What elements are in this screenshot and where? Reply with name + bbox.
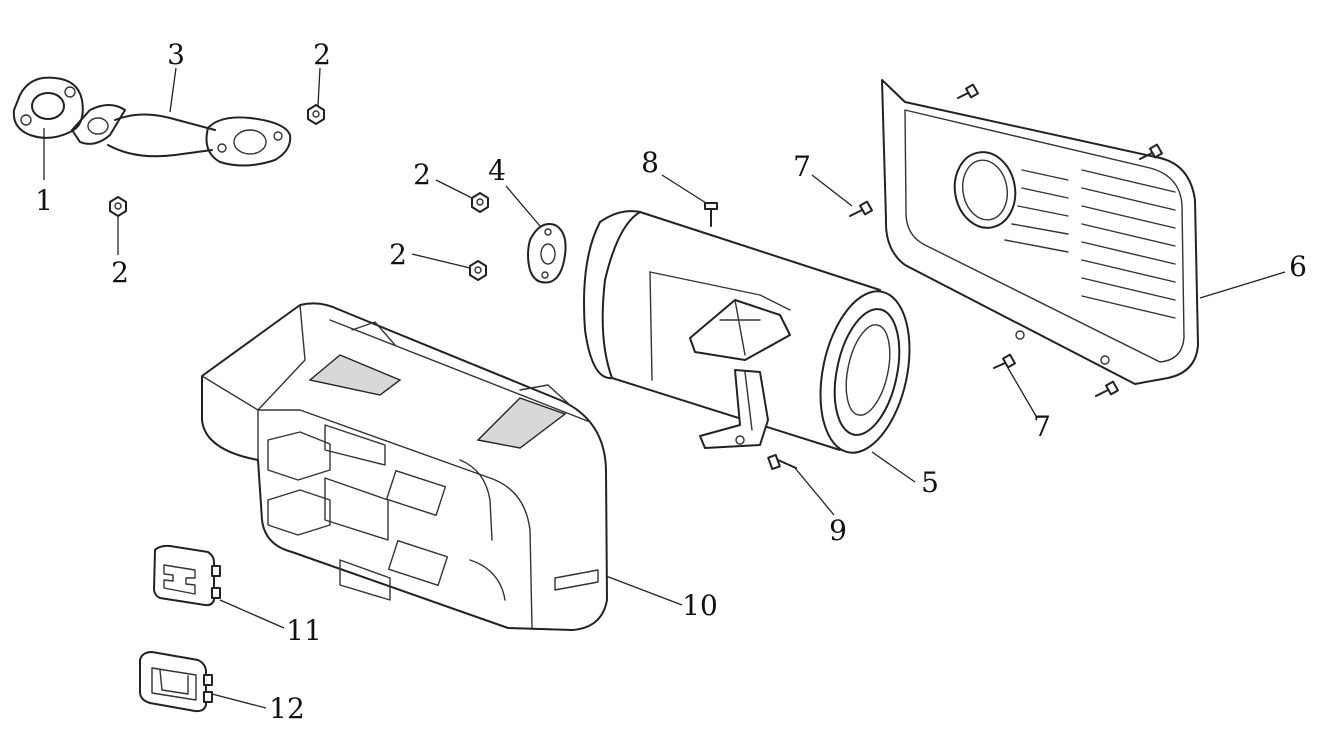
leader-7b [1007,367,1037,417]
leader-6 [1199,271,1286,299]
leader-4 [505,185,541,227]
part-10-muffler-cover [201,302,608,631]
callouts: 1 2 2 2 2 3 4 5 6 7 7 8 9 10 11 12 [35,38,1307,725]
leader-9 [794,467,835,516]
part-7-screw-e [1095,380,1119,397]
part-7-screw-a [849,200,873,217]
part-8-bolt [704,202,718,227]
leader-5 [871,451,916,483]
callout-2a: 2 [313,38,331,71]
part-7-screw-c [1139,143,1163,160]
part-7-screw-d [993,353,1016,369]
part-9-bolt [767,453,797,471]
callout-6: 6 [1289,250,1307,283]
leader-10 [605,575,683,606]
callout-2d: 2 [389,238,407,271]
leader-12 [211,693,267,709]
callout-8: 8 [641,146,659,179]
leader-11 [219,599,285,629]
part-2-nut-a [307,104,325,125]
part-5-muffler-body [583,210,911,454]
callout-10: 10 [682,589,718,622]
callout-4: 4 [488,154,506,187]
callout-7b: 7 [1033,410,1051,443]
callout-2b: 2 [111,256,129,289]
part-11-clip [153,544,221,607]
leader-8 [661,174,707,204]
part-4-gasket [527,223,567,284]
part-6-heat-shield [881,79,1199,385]
leader-lines [43,67,1286,709]
callout-7a: 7 [793,150,811,183]
callout-11: 11 [286,614,322,647]
callout-3: 3 [167,38,185,71]
callout-9: 9 [829,514,847,547]
part-7-screw-b [957,83,979,99]
leader-7a [811,174,853,207]
leader-2d [411,253,471,269]
callout-1: 1 [35,184,53,217]
part-2-nut-b [109,196,127,217]
leader-3 [169,67,177,113]
leader-2a [317,67,321,107]
leader-2c [435,179,473,199]
callout-12: 12 [269,692,305,725]
part-3-exhaust-pipe [71,104,292,167]
part-2-nut-d [469,260,487,281]
part-12-clip [139,651,213,713]
part-2-nut-c [471,192,489,213]
callout-2c: 2 [413,158,431,191]
callout-5: 5 [921,466,939,499]
